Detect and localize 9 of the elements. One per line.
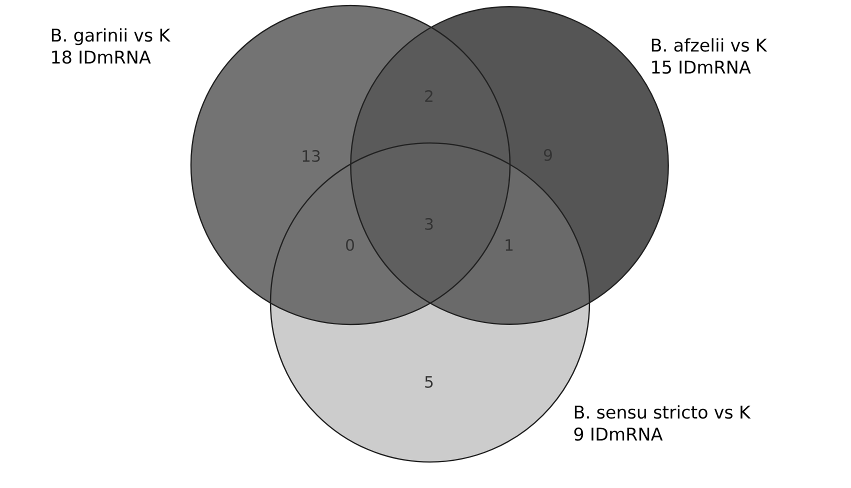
set-name: B. sensu stricto vs K xyxy=(574,405,751,419)
set-size: 18 IDmRNA xyxy=(52,50,151,64)
set-size: 15 IDmRNA xyxy=(652,60,751,74)
set-name: B. afzelii vs K xyxy=(652,38,768,52)
set-name: B. garinii vs K xyxy=(52,28,170,46)
region-count: 13 xyxy=(302,150,320,162)
region-count: 0 xyxy=(346,239,354,251)
set-size: 9 IDmRNA xyxy=(574,428,663,441)
region-count: 5 xyxy=(425,376,433,388)
